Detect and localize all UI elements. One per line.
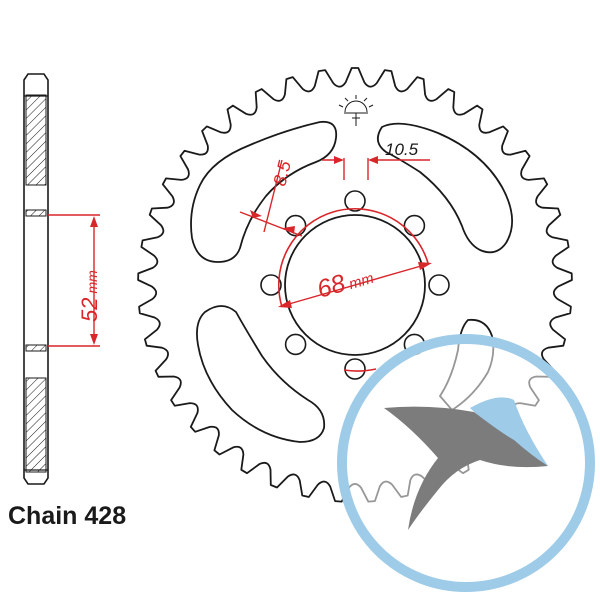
brand-badge bbox=[337, 334, 595, 592]
side-profile-view bbox=[23, 73, 49, 485]
dimension-arrow bbox=[250, 210, 262, 218]
hole-right-dimension bbox=[322, 156, 430, 180]
dimension-arrow bbox=[283, 226, 295, 234]
lightening-cutout bbox=[190, 120, 338, 263]
dimension-arrow bbox=[334, 156, 344, 164]
bolt-circle-arc bbox=[343, 368, 377, 372]
bore-dimension bbox=[277, 208, 432, 372]
dimension-arrow bbox=[418, 262, 432, 270]
mark-ray bbox=[338, 104, 344, 108]
bolt-hole bbox=[344, 358, 366, 380]
mark-ray bbox=[363, 97, 368, 102]
mark-ray bbox=[368, 104, 374, 108]
bolt-hole bbox=[428, 274, 450, 296]
dimension-line bbox=[263, 159, 283, 233]
dimension-arrow bbox=[90, 216, 98, 227]
lightening-cutout bbox=[196, 305, 326, 443]
mark-arc bbox=[344, 100, 368, 113]
lightening-cutout bbox=[376, 122, 513, 254]
mark-ray bbox=[344, 97, 349, 102]
manufacturer-mark bbox=[338, 95, 374, 126]
hole-right-label: 10.5 bbox=[385, 140, 419, 159]
bolt-circle-arc bbox=[277, 208, 429, 308]
bolt-hole bbox=[260, 274, 282, 296]
bore-dimension-line bbox=[281, 263, 429, 307]
bolt-hole bbox=[344, 190, 366, 212]
badge-wing-dark bbox=[384, 406, 548, 530]
badge-wing-light bbox=[470, 397, 548, 466]
hub-height-label: 52mm bbox=[77, 270, 102, 322]
side-hatch-top bbox=[25, 94, 47, 186]
side-hatch-upper-band bbox=[25, 209, 47, 217]
chain-size-caption: Chain 428 bbox=[8, 502, 127, 530]
bolt-hole bbox=[403, 214, 426, 237]
dimension-arrow bbox=[368, 156, 378, 164]
hole-left-dimension bbox=[239, 159, 303, 237]
side-hatch-bottom bbox=[25, 377, 47, 473]
side-hatch-lower-band bbox=[25, 344, 47, 352]
hub-height-dimension bbox=[48, 214, 100, 347]
dimension-arrow bbox=[90, 334, 98, 345]
bolt-hole bbox=[284, 214, 307, 237]
bolt-hole bbox=[284, 333, 307, 356]
dimension-arrow bbox=[278, 300, 292, 308]
